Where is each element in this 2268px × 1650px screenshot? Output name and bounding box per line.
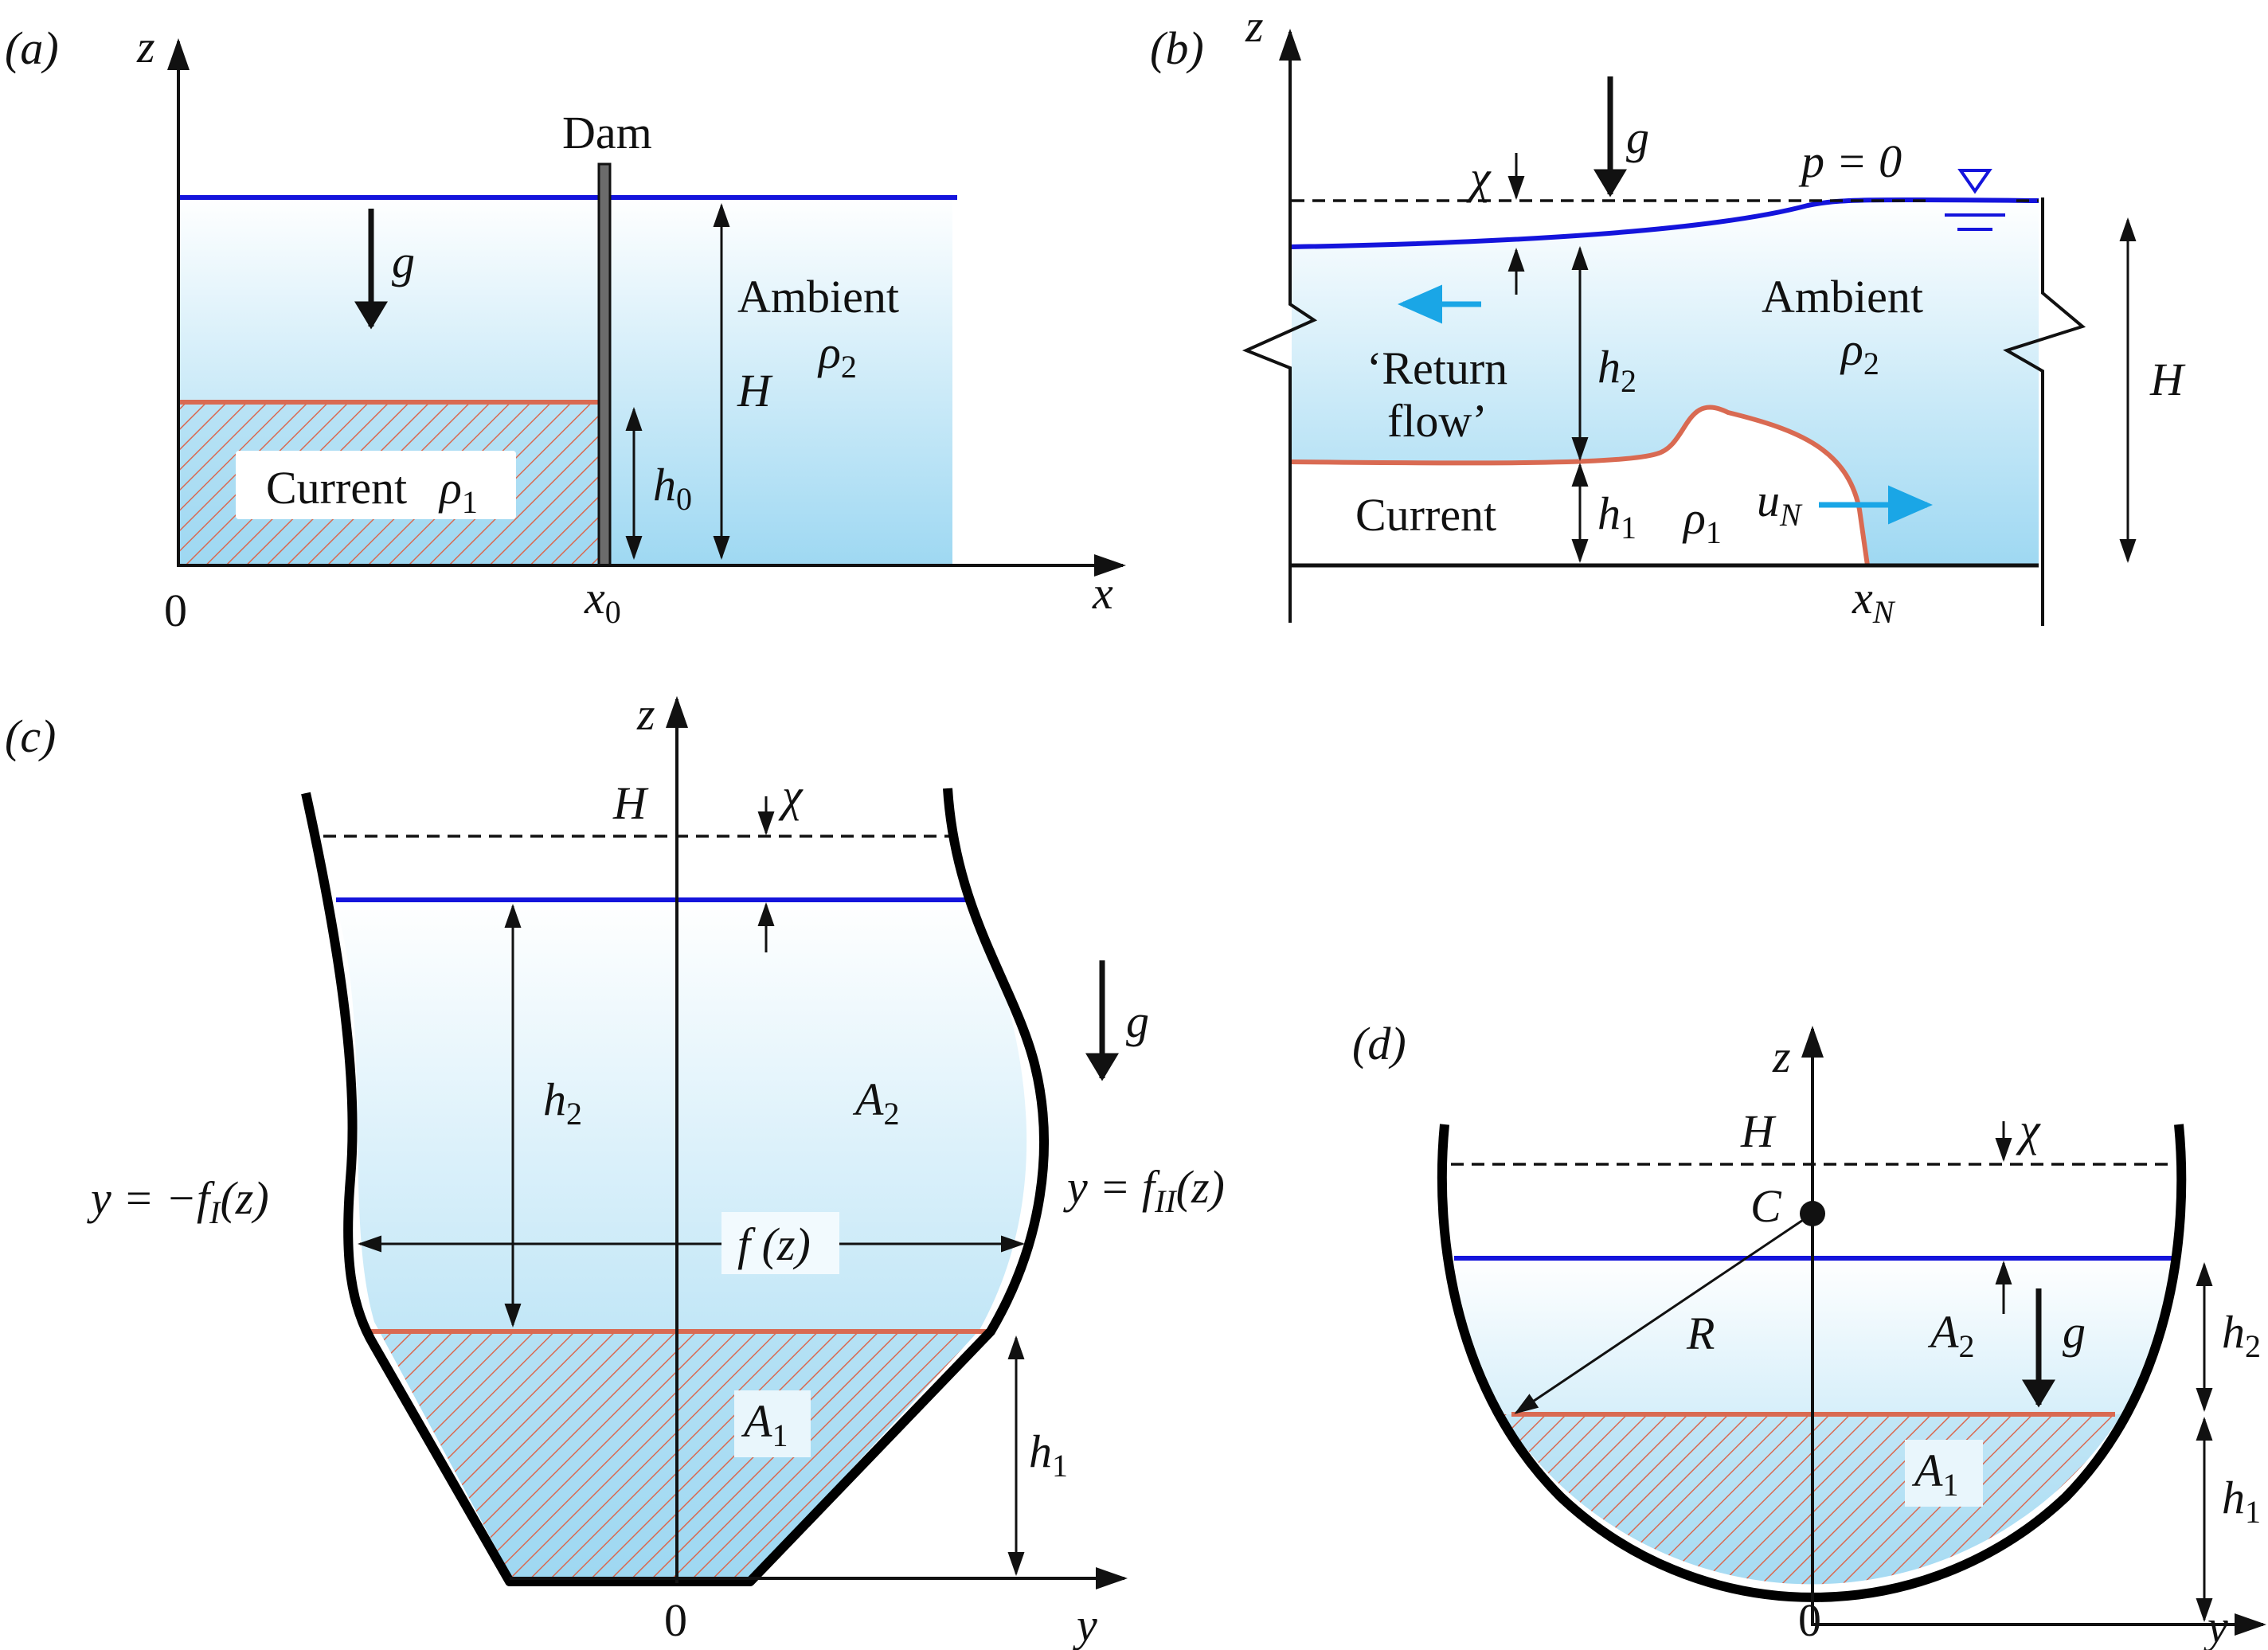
panel-d: (d) z H χ C R A2 g h2 A1 h1 0 y bbox=[1352, 1018, 2266, 1650]
panel-b: (b) z χ g p = 0 ‘Return flow’ h2 Ambient… bbox=[1150, 0, 2186, 630]
panel-label: (b) bbox=[1150, 22, 1204, 74]
h2-label: h2 bbox=[1597, 341, 1636, 399]
z-axis-label: z bbox=[636, 688, 655, 740]
width-label: f (z) bbox=[737, 1218, 811, 1270]
h2-label: h2 bbox=[2222, 1306, 2261, 1364]
origin-label: 0 bbox=[164, 585, 187, 636]
dam-label: Dam bbox=[562, 107, 652, 158]
C-label: C bbox=[1750, 1180, 1782, 1232]
p0-label: p = 0 bbox=[1798, 135, 1902, 187]
ambient-label: Ambient bbox=[1762, 271, 1923, 323]
channel-wall bbox=[301, 788, 1049, 1586]
x-axis-label: x bbox=[1092, 567, 1113, 619]
z-axis-label: z bbox=[1245, 0, 1264, 52]
return-flow-label-2: flow’ bbox=[1387, 395, 1488, 447]
rho1-label: ρ1 bbox=[438, 462, 478, 520]
z-axis-label: z bbox=[136, 21, 155, 72]
H-label: H bbox=[1740, 1105, 1777, 1157]
chi-label: χ bbox=[1466, 151, 1492, 203]
origin-label: 0 bbox=[1798, 1594, 1821, 1646]
chi-label: χ bbox=[778, 769, 804, 821]
y-axis-label: y bbox=[2203, 1601, 2228, 1650]
R-label: R bbox=[1686, 1308, 1715, 1359]
return-flow-label-1: ‘Return bbox=[1367, 342, 1507, 394]
panel-c: (c) z H χ g h2 A2 y = −fI(z) y = fII(z) … bbox=[5, 688, 1225, 1650]
h1-label: h1 bbox=[1029, 1425, 1068, 1484]
gravity-label: g bbox=[392, 236, 415, 287]
panel-label: (d) bbox=[1352, 1018, 1406, 1069]
panel-label: (a) bbox=[5, 22, 59, 74]
panel-label: (c) bbox=[5, 710, 56, 762]
ambient-label: Ambient bbox=[737, 271, 899, 323]
current-label: Current bbox=[266, 462, 407, 514]
chi-label: χ bbox=[2016, 1104, 2041, 1155]
left-wall-break bbox=[1242, 40, 1318, 623]
current-hatch bbox=[334, 1331, 1027, 1581]
current-label: Current bbox=[1355, 489, 1496, 541]
h1-label: h1 bbox=[2222, 1472, 2261, 1530]
right-wall-break bbox=[2003, 197, 2086, 626]
h2-label: h2 bbox=[543, 1073, 582, 1132]
left-wall-label: y = −fI(z) bbox=[87, 1172, 269, 1230]
radius-line bbox=[1514, 1212, 1813, 1414]
rho2-label: ρ2 bbox=[817, 326, 857, 385]
h0-label: h0 bbox=[653, 459, 692, 517]
A1-label: A1 bbox=[1911, 1445, 1958, 1503]
A1-label: A1 bbox=[741, 1395, 788, 1453]
rho2-label: ρ2 bbox=[1840, 323, 1879, 381]
gravity-label: g bbox=[1126, 995, 1149, 1047]
width-label-bg bbox=[721, 1212, 839, 1274]
water-level-symbol bbox=[1934, 169, 2016, 231]
x0-label: x0 bbox=[584, 572, 621, 630]
z-axis-label: z bbox=[1772, 1030, 1791, 1082]
H-label: H bbox=[737, 365, 773, 416]
panel-a: (a) z Dam g Ambient ρ2 H Current ρ1 h0 0… bbox=[5, 21, 1126, 636]
A1-label-bg bbox=[1905, 1440, 1983, 1507]
current-label-bg bbox=[236, 451, 516, 519]
y-axis-label: y bbox=[1073, 1599, 1097, 1650]
top-mask bbox=[303, 780, 1099, 900]
uN-label: uN bbox=[1757, 475, 1803, 533]
A1-label-bg bbox=[734, 1390, 811, 1457]
interface-line bbox=[1291, 405, 1870, 566]
A2-label: A2 bbox=[852, 1073, 899, 1132]
right-wall-label: y = fII(z) bbox=[1063, 1161, 1225, 1219]
origin-label: 0 bbox=[664, 1594, 687, 1646]
H-label: H bbox=[2149, 354, 2186, 405]
gravity-label: g bbox=[2063, 1306, 2086, 1358]
gravity-label: g bbox=[1626, 111, 1649, 163]
center-point bbox=[1800, 1201, 1825, 1226]
rho1-label: ρ1 bbox=[1682, 492, 1722, 550]
H-label: H bbox=[612, 777, 649, 829]
xN-label: xN bbox=[1852, 572, 1896, 630]
A2-label: A2 bbox=[1927, 1306, 1974, 1364]
h1-label: h1 bbox=[1597, 487, 1636, 545]
dam-gate bbox=[597, 162, 612, 567]
